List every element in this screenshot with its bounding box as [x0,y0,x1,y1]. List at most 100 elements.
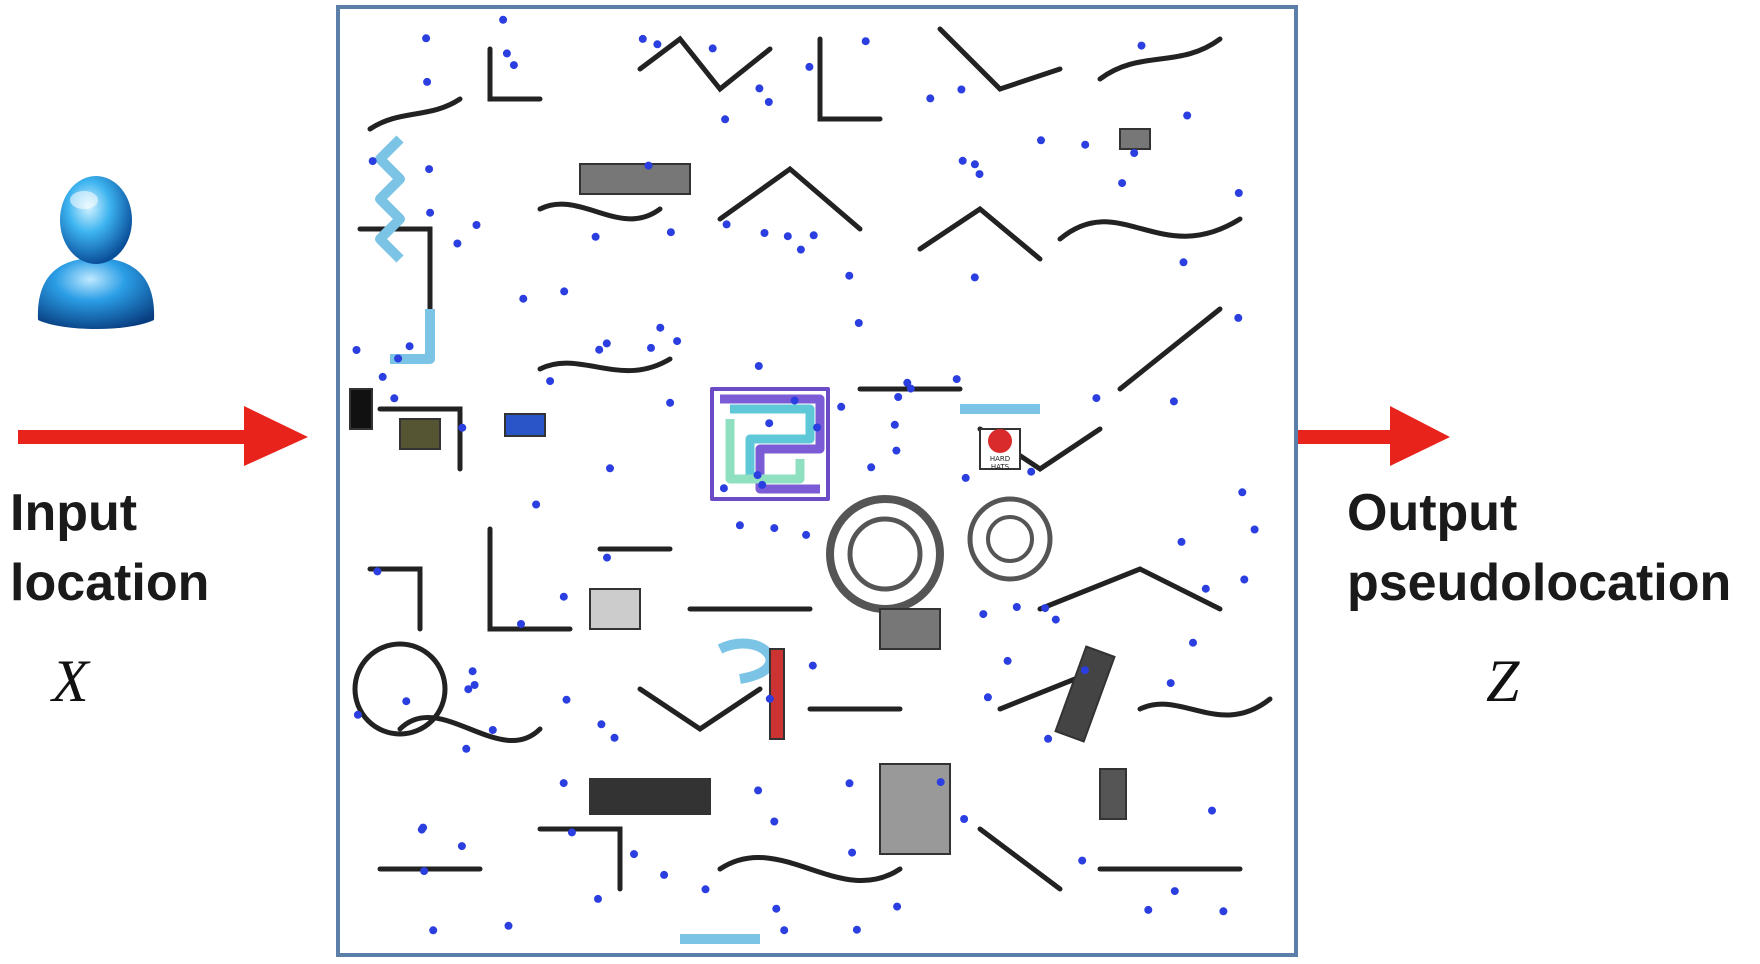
node-dot [976,170,984,178]
node-dot [780,926,788,934]
node-dot [962,474,970,482]
node-dot [594,895,602,903]
node-dot [423,78,431,86]
node-dot [1219,907,1227,915]
node-dot [770,524,778,532]
node-dot [1092,394,1100,402]
node-dot [810,231,818,239]
node-dot [953,375,961,383]
output-pseudolocation-label: Output pseudolocation [1347,478,1731,618]
node-dot [755,84,763,92]
node-dot [1183,112,1191,120]
node-dot [1235,189,1243,197]
node-dot [1004,657,1012,665]
node-dot [390,394,398,402]
node-dot [926,94,934,102]
node-dot [805,63,813,71]
node-dot [429,926,437,934]
node-dot [736,521,744,529]
node-dot [755,362,763,370]
node-dot [402,697,410,705]
node-dot [984,693,992,701]
node-dot [791,397,799,405]
node-dot [606,464,614,472]
node-dot [813,424,821,432]
node-dot [473,221,481,229]
node-dot [592,233,600,241]
node-dot [458,842,466,850]
node-dot [770,818,778,826]
node-dot [1240,576,1248,584]
node-dot [458,424,466,432]
node-dot [754,471,762,479]
node-dot [560,593,568,601]
node-dot [765,419,773,427]
node-dot [595,346,603,354]
output-label-line2: pseudolocation [1347,548,1731,618]
node-dot [1238,488,1246,496]
node-dot [1013,603,1021,611]
machine-frame: HARD HATS [336,5,1298,957]
input-location-label: Input location [10,478,209,618]
node-dot [1170,397,1178,405]
node-dot [354,711,362,719]
node-dot [645,162,653,170]
node-dot [503,49,511,57]
node-dot [892,447,900,455]
node-dot [1037,136,1045,144]
input-variable: X [52,646,89,716]
node-dot [666,399,674,407]
node-dot [369,157,377,165]
node-dot [603,554,611,562]
node-dot [893,903,901,911]
node-dot [1178,538,1186,546]
node-dot [653,40,661,48]
node-dot [519,295,527,303]
node-dot [425,165,433,173]
node-dot [960,815,968,823]
input-label-line2: location [10,548,209,618]
node-dot [639,35,647,43]
node-dot [937,778,945,786]
node-dot [1081,666,1089,674]
node-dot [532,501,540,509]
node-dot [1052,616,1060,624]
node-dot [563,696,571,704]
sign-line1: HARD [990,455,1010,463]
node-dot [837,403,845,411]
node-dot [353,346,361,354]
node-dot [426,209,434,217]
node-dot [394,355,402,363]
node-dot [979,610,987,618]
node-dot [758,481,766,489]
node-dot [517,620,525,628]
node-dot [611,734,619,742]
node-dot [373,567,381,575]
node-dot [1118,179,1126,187]
node-dot [453,240,461,248]
node-dot [1234,314,1242,322]
node-dot [1138,42,1146,50]
node-dot [797,246,805,254]
node-dot [462,745,470,753]
node-dot [959,157,967,165]
node-dot [647,344,655,352]
node-dot [709,44,717,52]
node-dot [855,319,863,327]
node-dot [1167,679,1175,687]
node-dot [422,34,430,42]
node-dot [867,463,875,471]
node-dot [546,377,554,385]
node-dot [1081,141,1089,149]
input-label-line1: Input [10,478,209,548]
rube-goldberg-machine-illustration: HARD HATS [340,9,1294,953]
node-dot [667,228,675,236]
node-dot [766,695,774,703]
node-dot [1044,735,1052,743]
node-dot [379,373,387,381]
node-dot [702,885,710,893]
node-dot [420,867,428,875]
node-dot [721,115,729,123]
node-dot [406,342,414,350]
node-dot [1027,468,1035,476]
